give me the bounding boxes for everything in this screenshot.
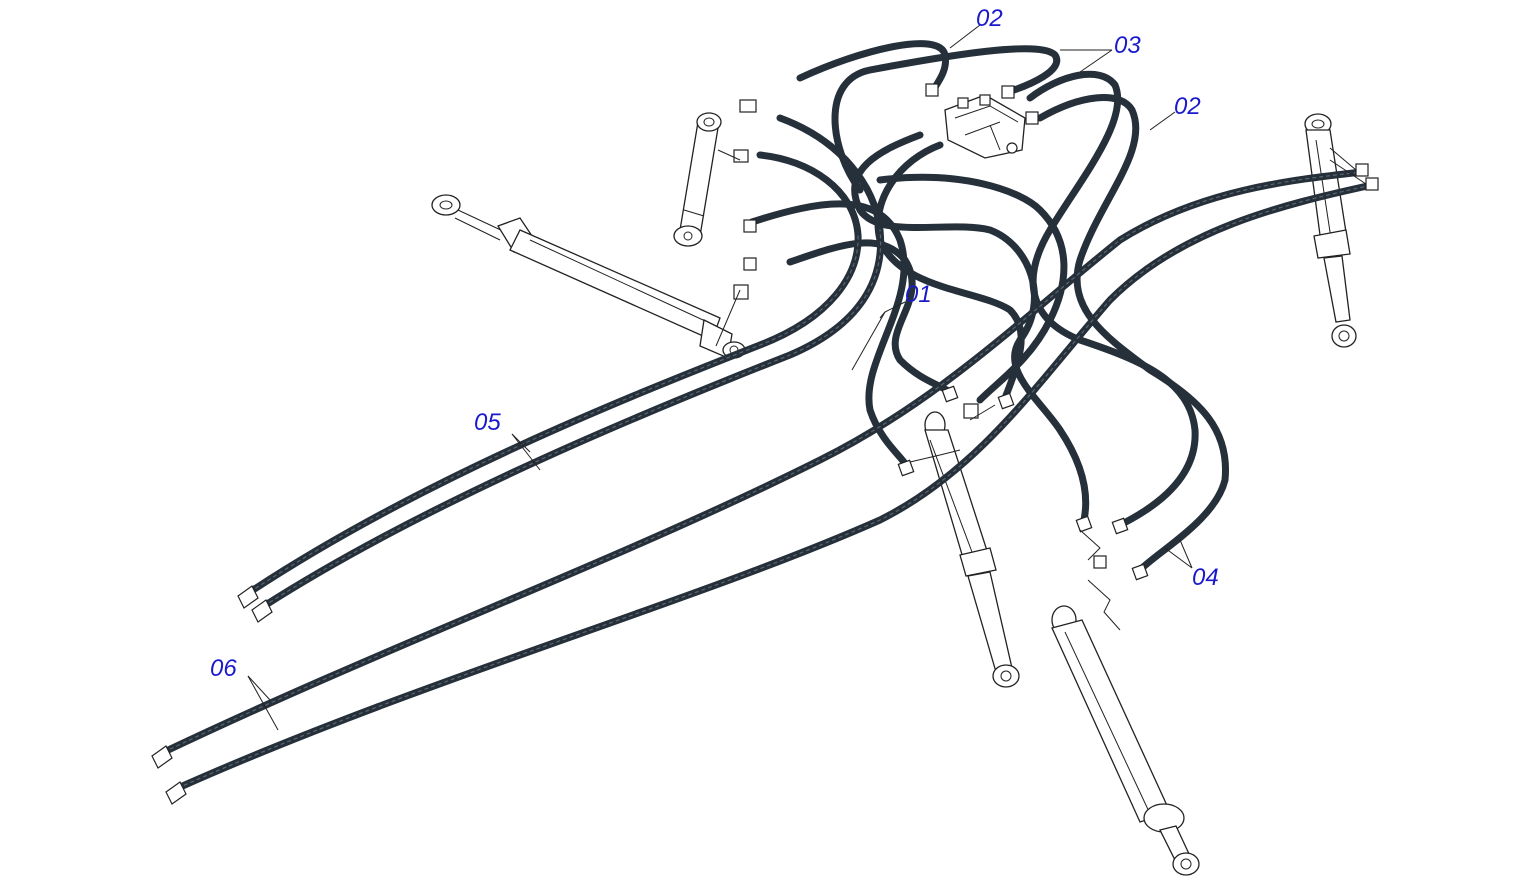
hose-end-fittings	[151, 83, 1379, 805]
cylinder-lower-right	[1051, 605, 1200, 876]
callout-06: 06	[210, 655, 237, 682]
callout-02-right: 02	[1174, 93, 1201, 120]
callout-03: 03	[1114, 32, 1141, 59]
callout-04: 04	[1192, 564, 1219, 591]
control-valve-block	[944, 94, 1026, 159]
hose-group	[160, 40, 1376, 792]
connector-lines	[715, 147, 1367, 631]
callout-05: 05	[474, 409, 501, 436]
callout-01: 01	[905, 281, 932, 308]
cylinder-upper-left	[673, 112, 722, 247]
callout-02-top: 02	[976, 5, 1003, 32]
cylinder-center	[924, 411, 1020, 688]
leader-lines	[247, 24, 1193, 731]
